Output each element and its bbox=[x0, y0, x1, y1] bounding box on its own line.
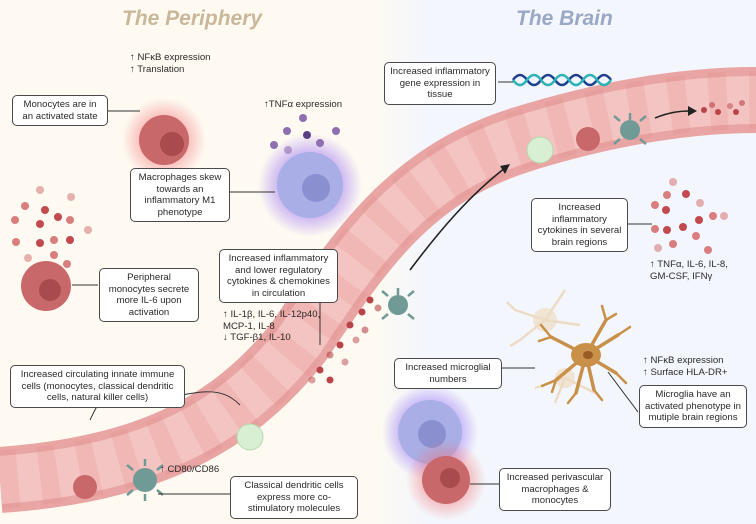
monocyte-activation-label: Monocytes are in an activated state bbox=[12, 95, 108, 126]
blood-vessel bbox=[0, 67, 756, 513]
il6-particles bbox=[11, 186, 92, 268]
periphery-title: The Periphery bbox=[122, 7, 263, 30]
nk-cell-icon bbox=[526, 136, 554, 164]
gene-expression-label: Increased inflammatory gene expression i… bbox=[384, 62, 496, 105]
macrophage-nucleus bbox=[302, 174, 330, 202]
nk-cell-icon bbox=[236, 423, 264, 451]
innate-immune-cells-label: Increased circulating innate immune cell… bbox=[10, 365, 185, 408]
flow-arrow bbox=[654, 110, 691, 119]
cd80-cd86-note: ↑ CD80/CD86 bbox=[160, 464, 220, 475]
dendritic-cell-icon bbox=[613, 113, 647, 145]
resting-microglia-icon bbox=[506, 289, 596, 404]
dna-helix-icon bbox=[511, 73, 613, 87]
arrowhead bbox=[500, 164, 510, 174]
activated-microglia-icon bbox=[537, 304, 632, 405]
dendritic-cells-label: Classical dendritic cells express more c… bbox=[230, 476, 358, 519]
dendritic-cell-icon bbox=[126, 459, 164, 501]
tnf-particles bbox=[270, 114, 340, 154]
vessel-monocyte-icon bbox=[73, 475, 97, 499]
perivascular-cells-label: Increased perivascular macrophages & mon… bbox=[499, 468, 611, 511]
perivascular-monocyte-nucleus bbox=[440, 468, 460, 488]
circulating-cytokine-list: ↑ IL-1β, IL-6, IL-12p40, MCP-1, IL-8 ↓ T… bbox=[223, 309, 321, 343]
il6-secretion-label: Peripheral monocytes secrete more IL-6 u… bbox=[99, 268, 199, 322]
microglia-phenotype-label: Microglia have an activated phenotype in… bbox=[639, 385, 747, 428]
migration-arrow bbox=[409, 167, 506, 271]
il6-monocyte-nucleus bbox=[39, 279, 61, 301]
tnf-expression-note: ↑TNFα expression bbox=[264, 99, 343, 110]
microglia-marker-notes: ↑ NFκB expression ↑ Surface HLA-DR+ bbox=[643, 355, 728, 378]
brain-title: The Brain bbox=[516, 7, 613, 30]
vessel-cytokines-brain bbox=[701, 100, 745, 115]
brain-cytokines bbox=[651, 178, 728, 254]
brain-cytokine-list: ↑ TNFα, IL-6, IL-8, GM-CSF, IFNγ bbox=[650, 259, 728, 282]
circulating-cytokines-label: Increased inflammatory and lower regulat… bbox=[219, 249, 338, 303]
monocyte-activation-notes: ↑ NFκB expression ↑ Translation bbox=[130, 52, 211, 75]
monocyte-nucleus bbox=[160, 132, 184, 156]
brain-cytokines-label: Increased inflammatory cytokines in seve… bbox=[531, 198, 628, 252]
arrowhead bbox=[688, 106, 697, 116]
vessel-monocyte-icon bbox=[576, 127, 600, 151]
circulating-cytokines bbox=[308, 296, 382, 384]
microglial-numbers-label: Increased microglial numbers bbox=[394, 358, 502, 389]
dendritic-cell-icon bbox=[381, 288, 415, 320]
m1-macrophage-label: Macrophages skew towards an inflammatory… bbox=[130, 168, 230, 222]
